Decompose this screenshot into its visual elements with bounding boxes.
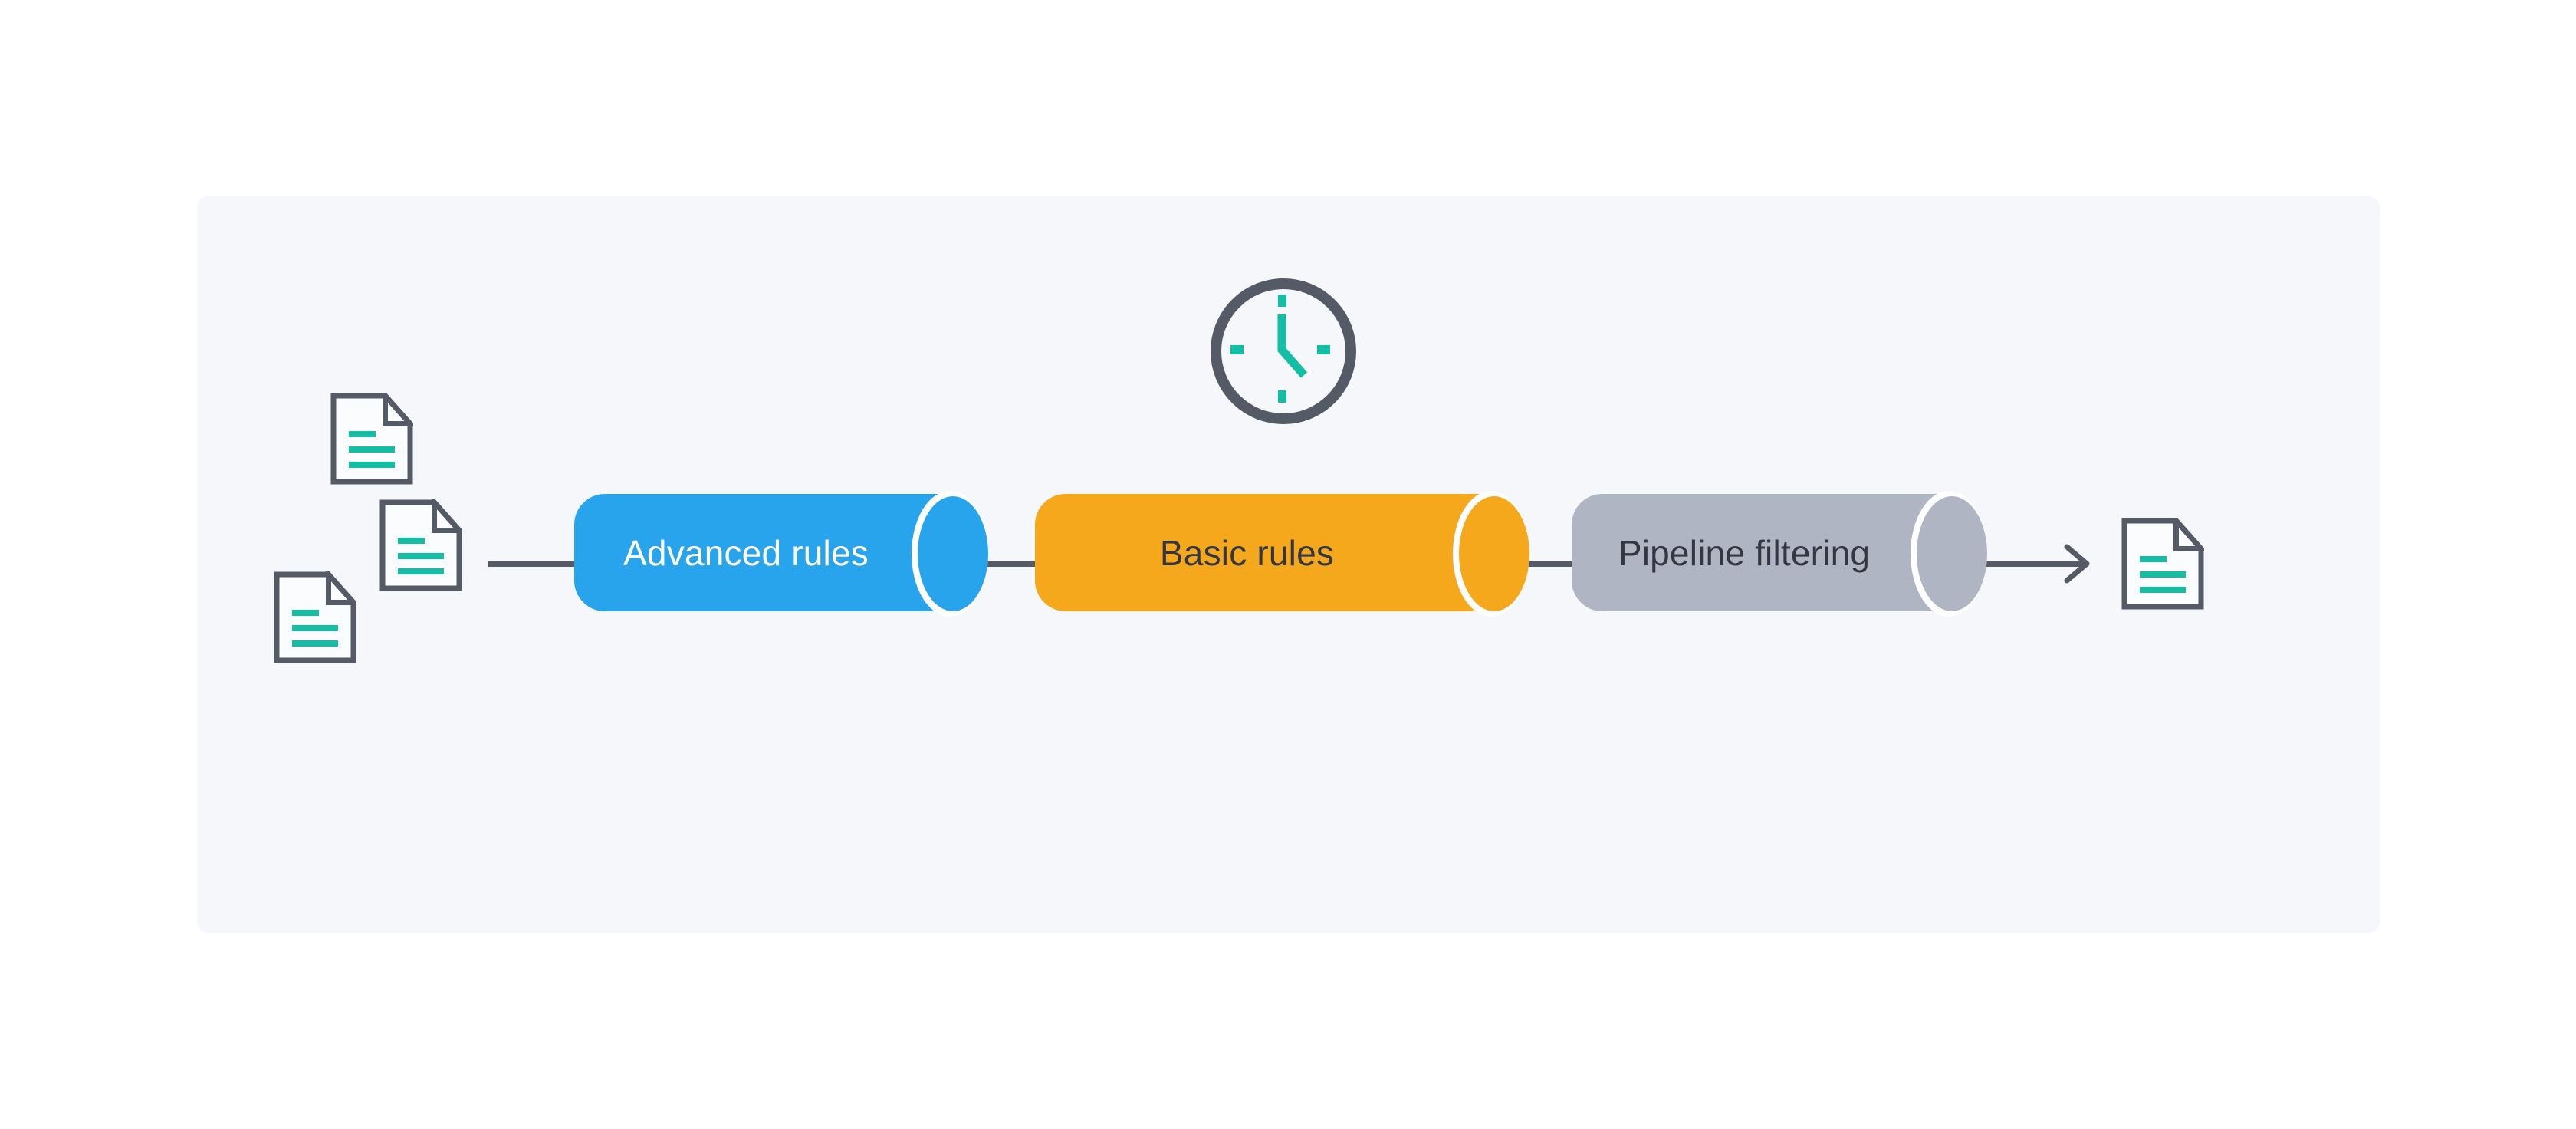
cylinder-body <box>1035 494 1492 611</box>
document-icon <box>380 499 462 591</box>
cylinder-cap <box>1917 496 1987 611</box>
document-icon <box>330 393 413 485</box>
stage-label: Basic rules <box>1159 532 1335 573</box>
stage-pipeline-filtering: Pipeline filtering <box>1572 491 1987 617</box>
arrow-right-icon <box>2064 544 2090 584</box>
cylinder-cap <box>918 496 988 611</box>
stage-label: Pipeline filtering <box>1618 532 1871 573</box>
cylinder-cap <box>1459 496 1530 611</box>
document-icon <box>2121 518 2204 610</box>
document-icon <box>274 571 356 663</box>
stage-advanced-rules: Advanced rules <box>574 491 988 617</box>
cylinder-body <box>574 494 951 611</box>
clock-icon <box>1211 278 1356 424</box>
cylinder-body <box>1572 494 1950 611</box>
stage-basic-rules: Basic rules <box>1035 491 1530 617</box>
stage-label: Advanced rules <box>623 532 869 573</box>
